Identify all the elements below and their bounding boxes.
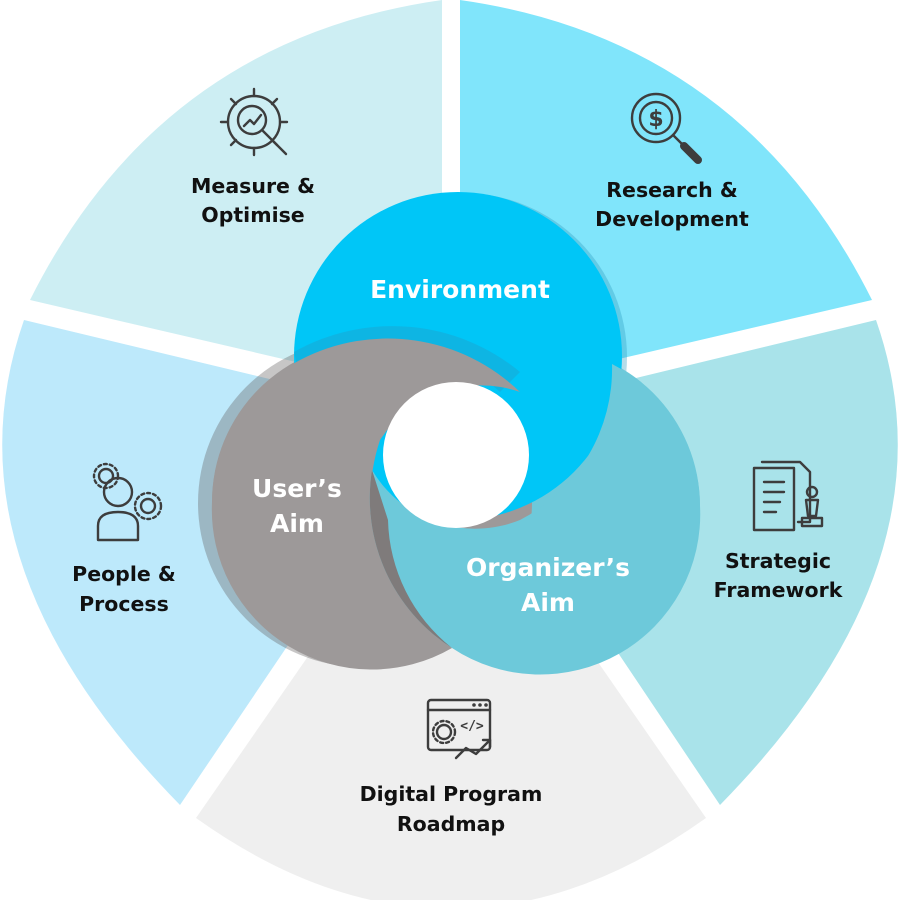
dollar-search-icon: $ (630, 92, 702, 164)
ring-users-aim-inner-shade (369, 470, 452, 648)
label-research-line2: Development (595, 207, 749, 231)
dollar-sign-glyph: $ (648, 107, 663, 132)
label-strategic-line2: Framework (714, 578, 844, 602)
document-chess-icon (752, 460, 824, 532)
segment-labels: Measure & Optimise Research & Developmen… (72, 174, 844, 836)
ring-label-organizers-aim-line2: Aim (521, 588, 575, 617)
ring-label-organizers-aim-line1: Organizer’s (466, 553, 630, 582)
ring-label-users-aim-line2: Aim (270, 509, 324, 538)
label-digital-line1: Digital Program (360, 782, 543, 806)
segment-digital-program-roadmap (196, 450, 706, 900)
ring-label-environment: Environment (370, 275, 550, 304)
label-people-line1: People & (72, 562, 176, 586)
person-gears-icon (92, 462, 163, 542)
center-hole (383, 382, 529, 528)
gear-magnifier-chart-icon (219, 87, 289, 157)
ring-users-aim-front (211, 338, 520, 670)
code-glyph: </> (460, 719, 484, 734)
browser-code-gear-icon: </> (426, 698, 492, 760)
ring-organizers-aim-front (369, 364, 701, 675)
label-measure-line1: Measure & (191, 174, 315, 198)
label-digital-line2: Roadmap (397, 812, 505, 836)
label-people-line2: Process (79, 592, 169, 616)
ring-labels: Environment User’s Aim Organizer’s Aim (252, 275, 630, 617)
label-research-line1: Research & (606, 178, 738, 202)
rings (211, 192, 701, 675)
ring-label-users-aim-line1: User’s (252, 474, 342, 503)
label-strategic-line1: Strategic (725, 549, 831, 573)
label-measure-line2: Optimise (201, 203, 304, 227)
